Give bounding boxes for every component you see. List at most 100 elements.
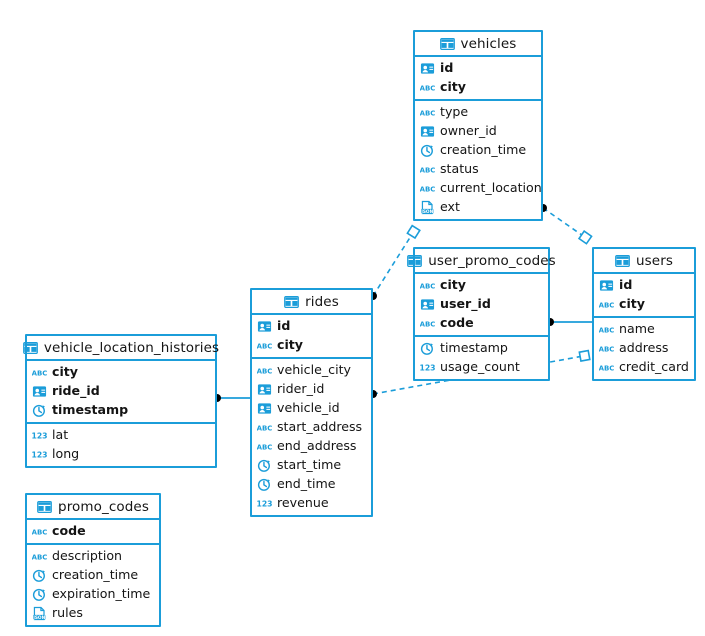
svg-text:ABC: ABC bbox=[420, 185, 435, 193]
123-icon: 123 bbox=[257, 500, 272, 509]
abc-icon: ABC bbox=[32, 553, 47, 561]
table-grid-icon bbox=[439, 37, 455, 50]
abc-icon: ABC bbox=[420, 109, 435, 117]
abc-icon: ABC bbox=[420, 282, 435, 290]
entity-header-vehicles: vehicles bbox=[415, 32, 541, 57]
svg-text:ABC: ABC bbox=[257, 367, 272, 375]
entity-header-user_promo_codes: user_promo_codes bbox=[407, 249, 556, 274]
field-name: city bbox=[277, 337, 304, 353]
relationship-vehicles-to-users[interactable] bbox=[539, 204, 593, 245]
abc-icon: ABC bbox=[257, 424, 272, 432]
field-name: lat bbox=[52, 427, 69, 443]
relationship-target-marker bbox=[578, 349, 591, 362]
id-badge-icon bbox=[32, 386, 47, 397]
entity-header-users: users bbox=[594, 249, 694, 274]
attribute-field[interactable]: creation_time bbox=[27, 566, 159, 585]
relationship-vehicle_location_histories-to-rides[interactable] bbox=[213, 394, 250, 402]
svg-text:123: 123 bbox=[420, 364, 435, 373]
field-name: code bbox=[440, 315, 474, 331]
abc-icon: ABC bbox=[599, 326, 614, 334]
json-icon: JSON bbox=[420, 200, 434, 215]
relationship-user_promo_codes-to-users[interactable] bbox=[546, 318, 592, 326]
attribute-field[interactable]: start_time bbox=[252, 456, 371, 475]
key-field[interactable]: user_id bbox=[415, 295, 548, 314]
id-badge-icon bbox=[420, 63, 435, 74]
attribute-field[interactable]: end_time bbox=[252, 475, 371, 494]
key-field[interactable]: id bbox=[252, 317, 371, 336]
entity-title: vehicles bbox=[460, 35, 517, 52]
field-name: rules bbox=[52, 605, 83, 621]
field-name: city bbox=[440, 277, 467, 293]
id-badge-icon bbox=[599, 280, 614, 291]
abc-icon: ABC bbox=[599, 345, 614, 353]
key-field[interactable]: ABC city bbox=[415, 276, 548, 295]
attribute-field[interactable]: expiration_time bbox=[27, 585, 159, 604]
key-field[interactable]: timestamp bbox=[27, 401, 215, 420]
relationship-target-marker bbox=[577, 230, 593, 245]
field-name: expiration_time bbox=[52, 586, 151, 602]
svg-text:ABC: ABC bbox=[599, 345, 614, 353]
key-field[interactable]: id bbox=[594, 276, 694, 295]
attribute-field[interactable]: owner_id bbox=[415, 122, 541, 141]
attribute-field[interactable]: vehicle_id bbox=[252, 399, 371, 418]
svg-text:ABC: ABC bbox=[32, 528, 47, 536]
clock-icon bbox=[420, 342, 433, 355]
key-field[interactable]: ride_id bbox=[27, 382, 215, 401]
table-grid-icon bbox=[37, 500, 52, 513]
svg-text:ABC: ABC bbox=[599, 364, 614, 372]
id-badge-icon bbox=[420, 126, 435, 137]
svg-text:123: 123 bbox=[32, 451, 47, 460]
clock-icon bbox=[257, 459, 270, 472]
attribute-field[interactable]: timestamp bbox=[415, 339, 548, 358]
field-name: id bbox=[277, 318, 291, 334]
id-badge-icon bbox=[257, 384, 272, 395]
clock-icon bbox=[257, 478, 270, 491]
attribute-field[interactable]: creation_time bbox=[415, 141, 541, 160]
key-field[interactable]: id bbox=[415, 59, 541, 78]
clock-icon bbox=[32, 404, 45, 417]
field-name: timestamp bbox=[52, 402, 129, 418]
field-name: address bbox=[619, 340, 669, 356]
table-grid-icon bbox=[407, 254, 423, 267]
relationship-line bbox=[542, 207, 590, 241]
svg-text:ABC: ABC bbox=[420, 282, 435, 290]
svg-text:ABC: ABC bbox=[257, 424, 272, 432]
attribute-field[interactable]: JSON ext bbox=[415, 198, 541, 217]
attribute-field[interactable]: rider_id bbox=[252, 380, 371, 399]
abc-icon: ABC bbox=[257, 367, 272, 375]
123-icon: 123 bbox=[32, 451, 47, 460]
attribute-field[interactable]: ABC address bbox=[594, 339, 694, 358]
field-name: creation_time bbox=[52, 567, 139, 583]
field-name: ext bbox=[440, 199, 460, 215]
